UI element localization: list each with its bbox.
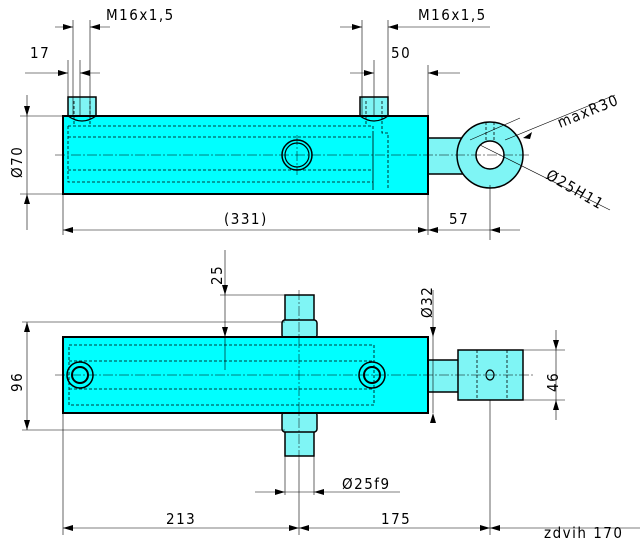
dim-25-label: 25 [208, 265, 226, 285]
trunnion-top [284, 294, 315, 322]
cylinder-body-bottom [62, 336, 429, 414]
dim-rod-32-label: Ø32 [418, 286, 436, 318]
trunnion-bottom [284, 430, 315, 457]
dim-max-r30-label: maxR30 [555, 91, 622, 132]
top-view: M16x1,5 M16x1,5 17 50 Ø70 maxR30 Ø25H11 … [8, 6, 622, 240]
dim-17-label: 17 [30, 44, 50, 62]
dim-175-label: 175 [381, 510, 411, 528]
thread-right-label: M16x1,5 [418, 6, 487, 24]
bottom-view: 25 Ø32 96 46 Ø25f9 213 175 zdvih 170 [8, 250, 640, 542]
dim-46-label: 46 [544, 372, 562, 392]
dim-eye-hole-label: Ø25H11 [543, 166, 608, 214]
dim-trunnion-label: Ø25f9 [342, 475, 391, 493]
dim-diameter-70-label: Ø70 [8, 146, 26, 178]
dim-213-label: 213 [166, 510, 196, 528]
port-left [67, 96, 97, 119]
thread-left-label: M16x1,5 [106, 6, 175, 24]
stroke-label: zdvih 170 [544, 524, 623, 542]
trunnion-collar-top [281, 319, 318, 339]
dim-50-label: 50 [391, 44, 411, 62]
dim-331-label: (331) [224, 210, 268, 228]
dim-96-label: 96 [8, 372, 26, 392]
trunnion-collar-bottom [281, 411, 318, 433]
dim-57-label: 57 [449, 210, 469, 228]
